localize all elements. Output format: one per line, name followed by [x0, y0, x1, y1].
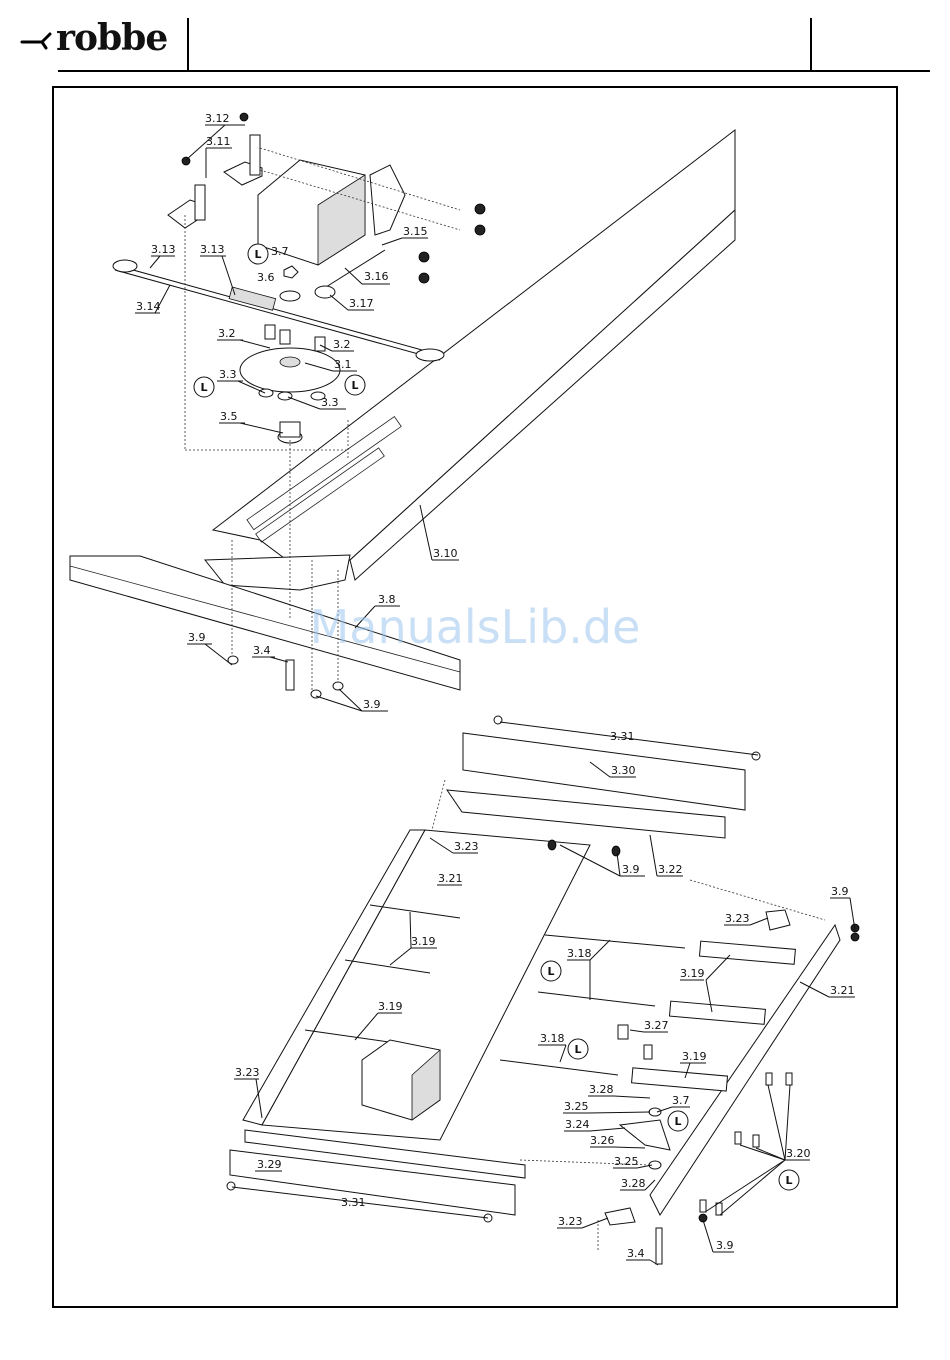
callout-label: 3.31 — [610, 730, 635, 743]
callout-label: 3.19 — [682, 1050, 707, 1063]
washer-3-6 — [280, 291, 300, 301]
loctite-symbol-icon: L — [248, 244, 268, 264]
callout-label: 3.9 — [188, 631, 206, 644]
callout-label: 3.6 — [257, 271, 275, 284]
push-rod-3-14 — [115, 265, 440, 355]
callout-label: 3.2 — [218, 327, 236, 340]
svg-text:L: L — [351, 379, 358, 392]
svg-text:L: L — [254, 248, 261, 261]
callout-label: 3.23 — [454, 840, 479, 853]
callout-label: 3.4 — [627, 1247, 645, 1260]
callout-label: 3.20 — [786, 1147, 811, 1160]
loctite-symbol-icon: L — [541, 961, 561, 981]
callout-label: 3.2 — [333, 338, 351, 351]
callout-label: 3.4 — [253, 644, 271, 657]
callout-label: 3.23 — [235, 1066, 260, 1079]
loctite-symbol-icon: L — [194, 377, 214, 397]
callout-label: 3.15 — [403, 225, 428, 238]
rod-3-18a — [545, 935, 685, 948]
callout-label: 3.23 — [558, 1215, 583, 1228]
nut-3-3 — [259, 389, 273, 397]
callout-label: 3.24 — [565, 1118, 590, 1131]
callout-label: 3.7 — [672, 1094, 690, 1107]
callout-label: 3.13 — [200, 243, 225, 256]
svg-text:L: L — [547, 965, 554, 978]
spar-3-19-right — [699, 941, 795, 964]
callout-label: 3.26 — [590, 1134, 615, 1147]
callout-label: 3.19 — [411, 935, 436, 948]
callout-label: 3.10 — [433, 547, 458, 560]
servo-horn — [370, 165, 405, 235]
callout-label: 3.3 — [321, 396, 339, 409]
callout-label: 3.19 — [680, 967, 705, 980]
callout-label: 3.9 — [622, 863, 640, 876]
callout-label: 3.28 — [621, 1177, 646, 1190]
callout-label: 3.18 — [540, 1032, 565, 1045]
callout-label: 3.30 — [611, 764, 636, 777]
callout-label: 3.25 — [614, 1155, 639, 1168]
loctite-symbol-icon: L — [668, 1111, 688, 1131]
side-frame-right-3-21 — [650, 925, 840, 1215]
callout-label: 3.5 — [220, 410, 238, 423]
callout-label: 3.27 — [644, 1019, 669, 1032]
nut-3-7 — [284, 266, 298, 278]
callout-label: 3.11 — [206, 135, 231, 148]
callout-label: 3.7 — [271, 245, 289, 258]
callout-label: 3.12 — [205, 112, 230, 125]
ball-link-3-2 — [265, 325, 275, 339]
lower-assembly — [227, 716, 859, 1264]
watermark: ManualsLib.de — [310, 600, 641, 654]
pin-3-4 — [286, 660, 294, 690]
callout-label: 3.28 — [589, 1083, 614, 1096]
callout-label: 3.9 — [716, 1239, 734, 1252]
callout-label: 3.31 — [341, 1196, 366, 1209]
callout-label: 3.3 — [219, 368, 237, 381]
callout-label: 3.21 — [830, 984, 855, 997]
callout-label: 3.13 — [151, 243, 176, 256]
svg-text:L: L — [574, 1043, 581, 1056]
screw-icon — [475, 204, 485, 214]
callout-label: 3.14 — [136, 300, 161, 313]
pin-3-4-lower — [656, 1228, 662, 1264]
callout-label: 3.16 — [364, 270, 389, 283]
loctite-symbol-icon: L — [345, 375, 365, 395]
screw-3-20 — [766, 1073, 772, 1085]
bracket-3-23a — [766, 910, 790, 930]
callout-label: 3.25 — [564, 1100, 589, 1113]
callout-label: 3.9 — [831, 885, 849, 898]
callout-label: 3.1 — [334, 358, 352, 371]
callout-labels: 3.12 3.11 3.13 3.13 3.14 3.7 3.6 3.15 3.… — [136, 112, 855, 1260]
loctite-symbol-icon: L — [568, 1039, 588, 1059]
loctite-symbol-icon: L — [779, 1170, 799, 1190]
callout-label: 3.22 — [658, 863, 683, 876]
svg-text:L: L — [200, 381, 207, 394]
arm-3-24 — [620, 1120, 670, 1150]
callout-label: 3.17 — [349, 297, 374, 310]
callout-label: 3.29 — [257, 1158, 282, 1171]
callout-label: 3.18 — [567, 947, 592, 960]
svg-text:L: L — [785, 1174, 792, 1187]
callout-label: 3.23 — [725, 912, 750, 925]
svg-text:L: L — [674, 1115, 681, 1128]
bracket-3-23b — [605, 1208, 635, 1225]
callout-label: 3.9 — [363, 698, 381, 711]
callout-label: 3.21 — [438, 872, 463, 885]
callout-label: 3.19 — [378, 1000, 403, 1013]
disc-3-1 — [240, 348, 340, 392]
